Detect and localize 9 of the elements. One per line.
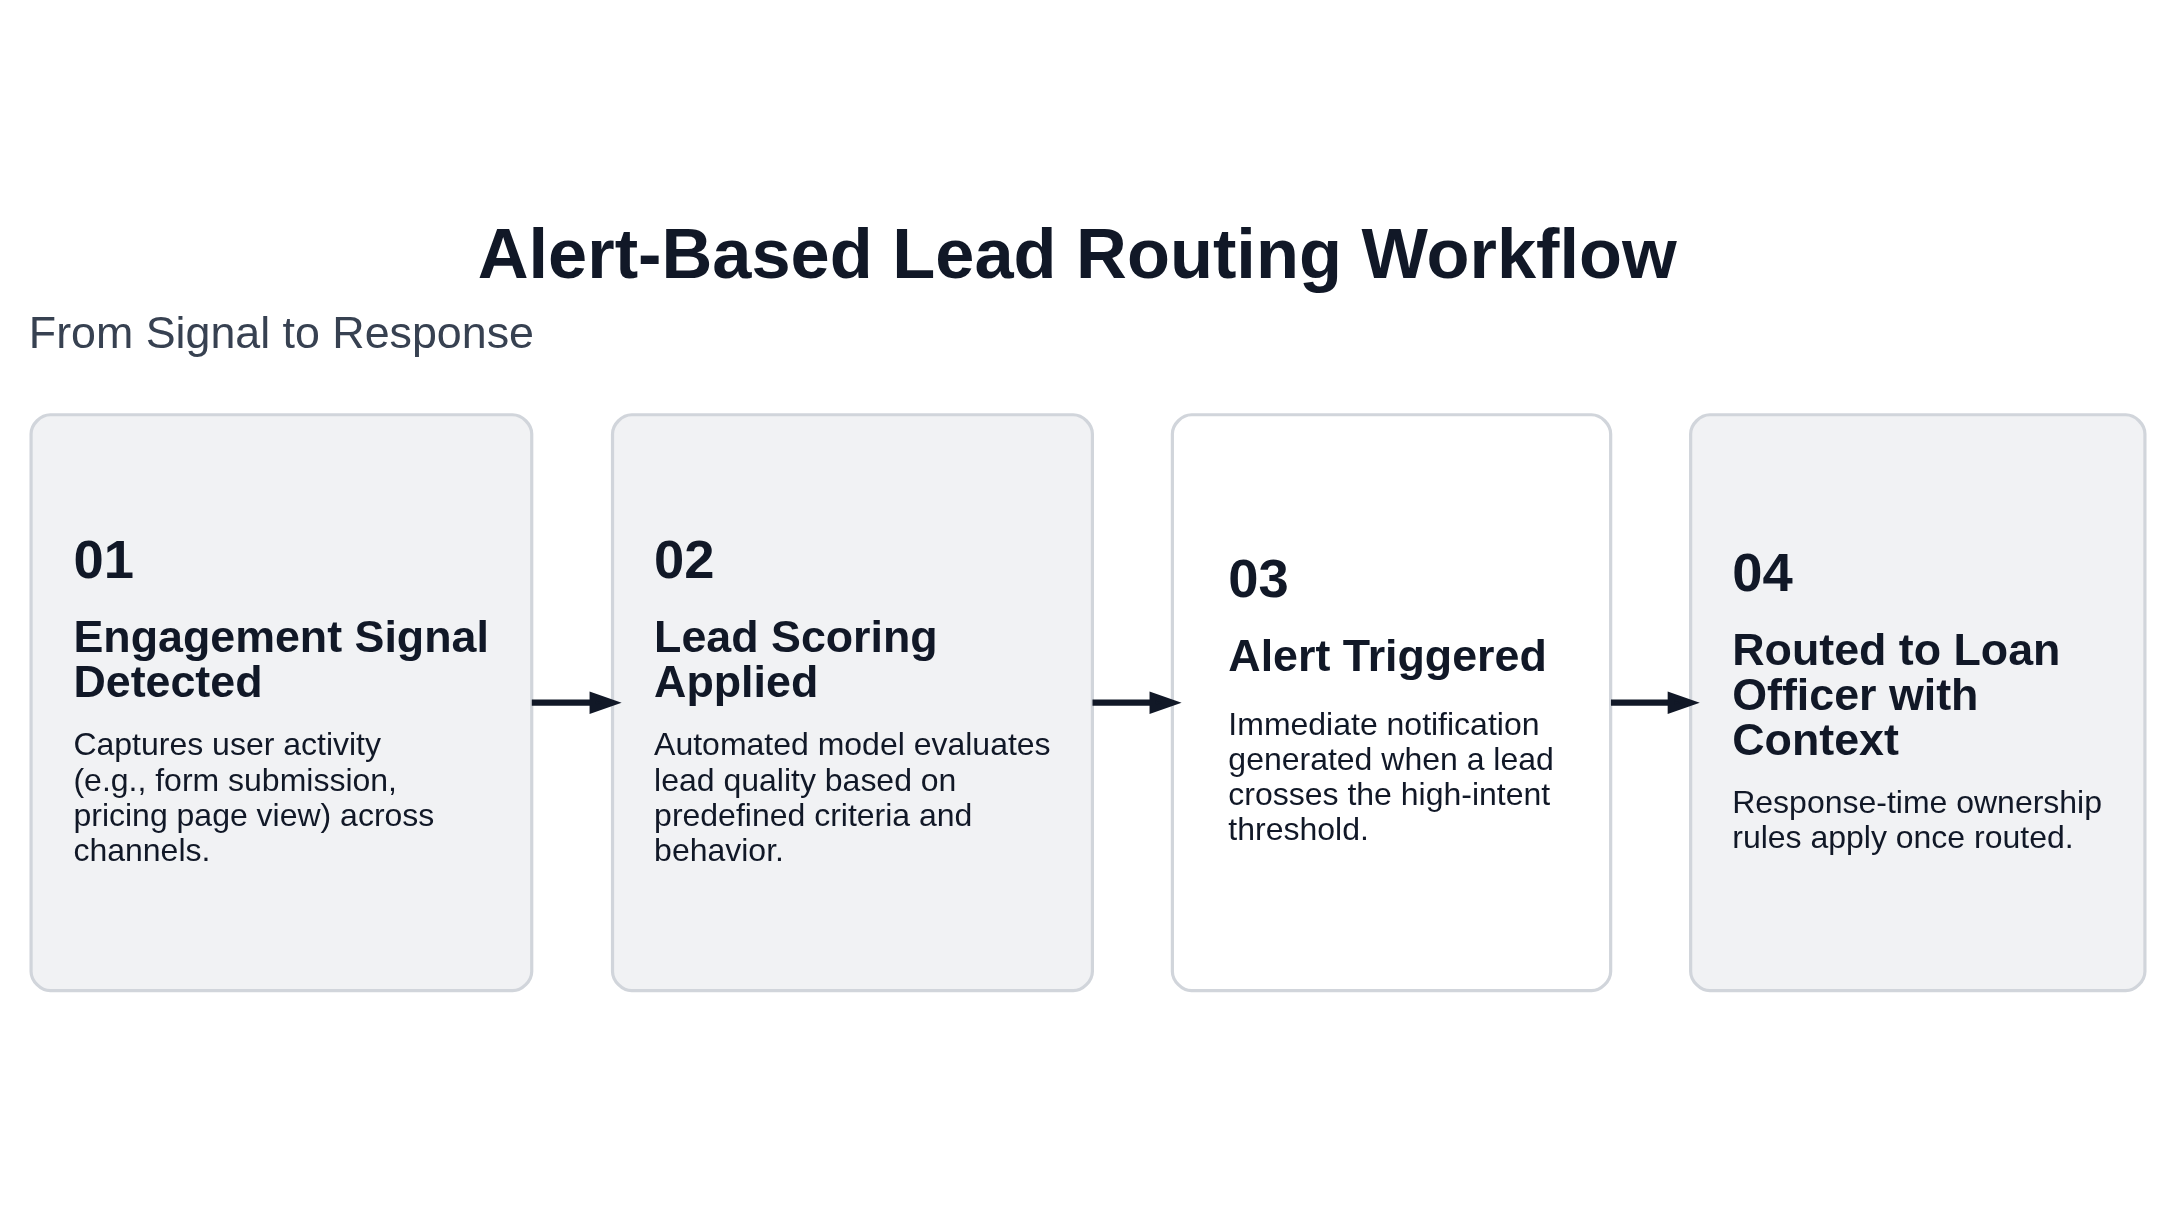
node-box: 01 Engagement Signal Detected Captures user activity (e.g., form submission, pricing page view) across channels. [29,412,534,992]
arrow [1610,690,1700,714]
node-box: 04 Routed to Loan Officer with Context Response-time ownership rules apply once routed. [1689,412,2147,992]
diagram-title: Alert-Based Lead Routing Workflow [477,213,1677,292]
arrow [531,690,622,714]
node-box: 02 Lead Scoring Applied Automated model evaluates lead quality based on predefined criteria and behavior. [610,412,1094,992]
arrow [1092,690,1182,714]
node-box: 03 Alert Triggered Immediate notification generated when a lead crosses the high-intent threshold. [1170,412,1613,992]
label: From Signal to Response [28,306,534,357]
